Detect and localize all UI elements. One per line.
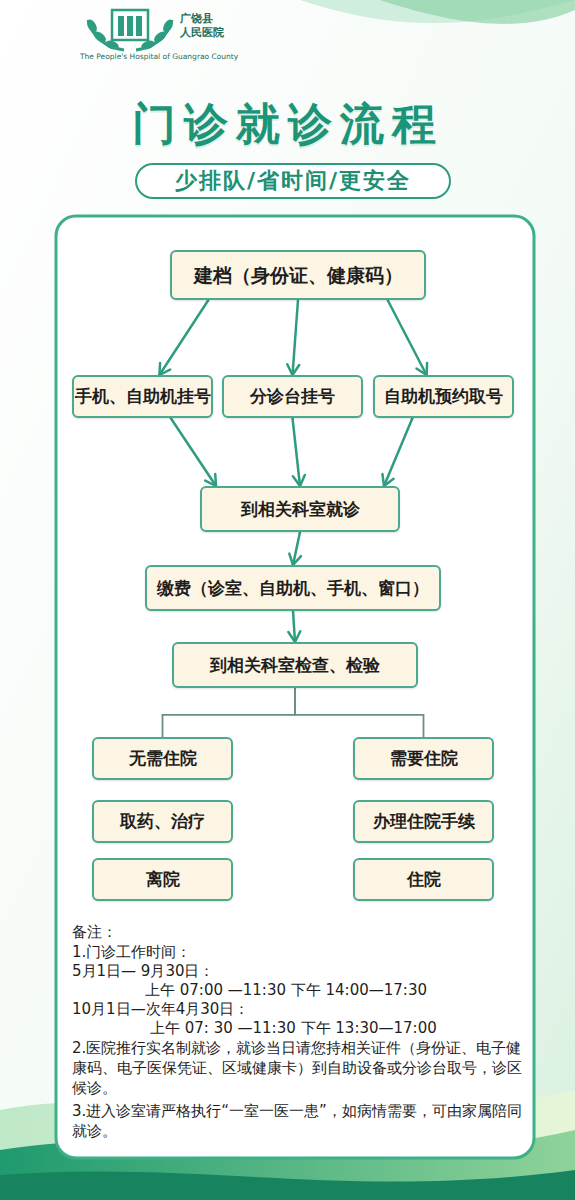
process-box: 住院 <box>353 858 494 901</box>
connector <box>171 418 216 486</box>
connector-line <box>388 300 427 375</box>
arrow-head <box>287 364 299 375</box>
note-text: 3.进入诊室请严格执行“一室一医一患”，如病情需要，可由家属陪同就诊。 <box>72 1101 534 1141</box>
process-box: 无需住院 <box>92 737 233 780</box>
note-heading: 备注： <box>72 922 532 942</box>
process-box: 缴费（诊室、自助机、手机、窗口） <box>145 565 441 611</box>
arrow-head <box>205 474 216 486</box>
bottom-wave <box>0 1170 575 1200</box>
process-box: 离院 <box>92 858 233 901</box>
node-text: 办理住院手续 <box>373 811 475 831</box>
node-text: 取药、治疗 <box>120 811 205 831</box>
process-box: 建档（身份证、健康码） <box>170 250 426 300</box>
node-text: 少排队/省时间/更安全 <box>175 166 411 196</box>
node-text: 分诊台挂号 <box>250 386 335 406</box>
flow-container <box>56 216 534 1158</box>
node-text: 手机、自助机挂号 <box>75 386 211 406</box>
note-text: 10月1日—次年4月30日： <box>72 999 532 1019</box>
connector-line <box>163 688 296 737</box>
hospital-logo <box>85 10 175 51</box>
note-text: 5月1日— 9月30日： <box>72 961 532 981</box>
arrow-head <box>289 554 301 565</box>
connector <box>159 300 208 375</box>
connector <box>293 418 305 486</box>
process-box: 到相关科室检查、检验 <box>172 642 418 688</box>
connector-line <box>293 532 300 565</box>
arrow-head <box>382 474 393 486</box>
connector-line <box>295 688 424 737</box>
process-box: 手机、自助机挂号 <box>72 375 213 418</box>
process-box: 到相关科室就诊 <box>200 486 400 532</box>
note-text: 上午 07:00 —11:30 下午 14:00—17:30 <box>145 980 535 1000</box>
connector-line <box>384 418 412 486</box>
connector <box>289 532 301 565</box>
logo-text: 广饶县 <box>180 12 260 26</box>
arrow-head <box>159 363 170 375</box>
connector-line <box>293 418 301 486</box>
arrow-head <box>288 631 300 642</box>
process-box: 办理住院手续 <box>353 800 494 843</box>
slogan-pill: 少排队/省时间/更安全 <box>135 163 451 199</box>
connector-line <box>171 418 216 486</box>
connector <box>163 688 296 737</box>
arrow-head <box>293 475 305 486</box>
connector-line <box>293 611 295 642</box>
node-text: 建档（身份证、健康码） <box>194 264 403 287</box>
arrow-head <box>416 363 427 375</box>
logo-text: 人民医院 <box>180 26 260 40</box>
top-swoosh <box>380 0 575 24</box>
logo-english: The People's Hospital of Guangrao County <box>80 52 280 62</box>
node-text: 自助机预约取号 <box>384 386 503 406</box>
note-text: 2.医院推行实名制就诊，就诊当日请您持相关证件（身份证、电子健康码、电子医保凭证… <box>72 1038 534 1098</box>
node-text: 到相关科室检查、检验 <box>210 655 380 675</box>
node-text: 需要住院 <box>390 748 458 768</box>
note-text: 上午 07: 30 —11:30 下午 13:30—17:00 <box>150 1018 535 1038</box>
node-text: 缴费（诊室、自助机、手机、窗口） <box>157 578 429 598</box>
connector <box>287 300 299 375</box>
connector <box>295 688 424 737</box>
node-text: 到相关科室就诊 <box>241 499 360 519</box>
node-text: 无需住院 <box>129 748 197 768</box>
process-box: 自助机预约取号 <box>373 375 514 418</box>
connector <box>382 418 412 486</box>
top-swoosh <box>300 0 575 23</box>
connector <box>288 611 300 642</box>
process-box: 分诊台挂号 <box>222 375 363 418</box>
node-text: 离院 <box>146 869 180 889</box>
connector-line <box>159 300 208 375</box>
process-box: 取药、治疗 <box>92 800 233 843</box>
node-text: 住院 <box>407 869 441 889</box>
connector <box>388 300 428 375</box>
process-box: 需要住院 <box>353 737 494 780</box>
note-text: 1.门诊工作时间： <box>72 942 532 962</box>
page-title: 门诊就诊流程 <box>0 96 575 152</box>
connector-line <box>293 300 299 375</box>
